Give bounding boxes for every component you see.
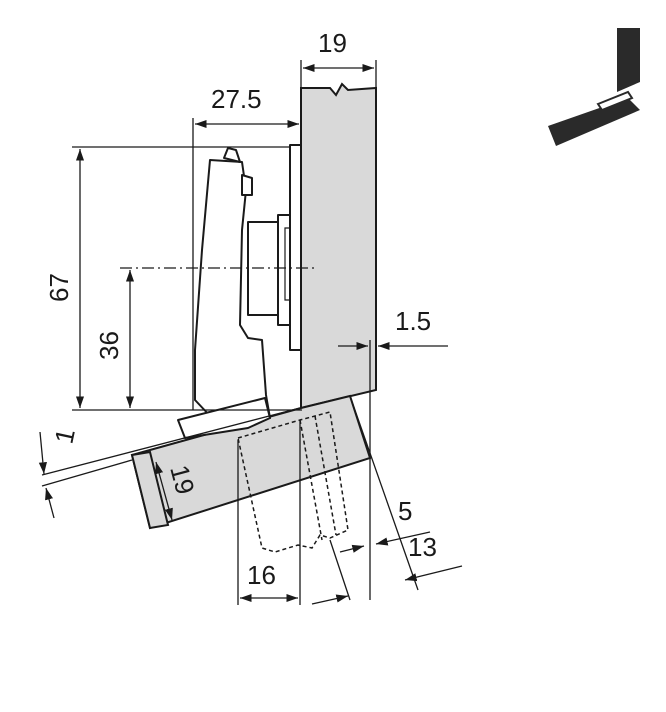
svg-text:19: 19 [318,28,347,58]
svg-text:16: 16 [247,560,276,590]
svg-text:27.5: 27.5 [211,84,262,114]
dim-cup-distance: 16 [237,420,301,605]
dim-overlay-small: 5 [329,395,431,601]
svg-text:1: 1 [49,426,81,446]
dim-overall-height: 67 [44,146,302,411]
dim-hinge-depth: 27.5 [192,84,299,410]
svg-text:5: 5 [398,496,412,526]
svg-text:36: 36 [94,331,124,360]
hinge-body [177,144,302,439]
svg-text:1.5: 1.5 [395,306,431,336]
dim-cup-center: 36 [94,270,135,408]
angled-door-icon [548,28,640,146]
dim-gap: 1.5 [338,306,448,600]
dim-door-offset: 1 [38,407,301,519]
svg-text:13: 13 [408,532,437,562]
dim-overlay-large: 13 [311,532,463,605]
hinge-cup-outline [237,411,349,553]
dim-panel-thickness: 19 [300,28,377,88]
side-panel [300,82,377,410]
svg-text:67: 67 [44,273,74,302]
